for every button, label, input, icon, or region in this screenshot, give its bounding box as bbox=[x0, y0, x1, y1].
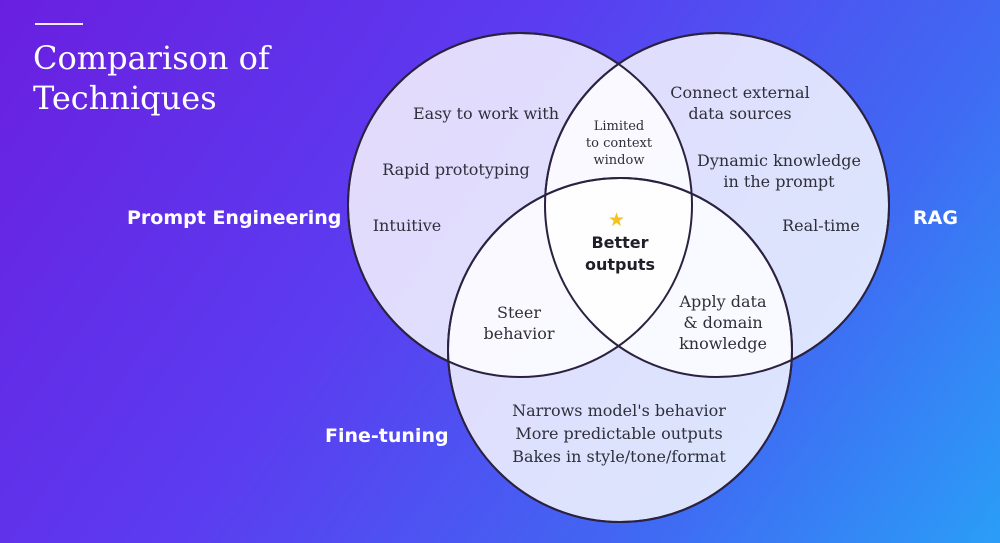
prompt-rag-line1: Limited bbox=[593, 119, 645, 134]
prompt-rag-line3: window bbox=[593, 153, 645, 168]
set-label-fine-tuning: Fine-tuning bbox=[325, 425, 449, 447]
prompt-engineering-outline bbox=[347, 32, 693, 378]
rag-item-connect-line1: Connect external bbox=[670, 83, 810, 102]
title-rule bbox=[35, 23, 83, 25]
fine-tuning-outline bbox=[447, 177, 793, 523]
prompt-rag-line2: to context bbox=[585, 136, 653, 151]
slide-title-line1: Comparison of bbox=[33, 39, 270, 77]
center-better-outputs: Better outputs bbox=[585, 232, 655, 276]
fine-item-predictable: More predictable outputs bbox=[515, 424, 723, 443]
rag-fine-line2: & domain bbox=[683, 313, 763, 332]
set-label-rag: RAG bbox=[913, 207, 958, 229]
prompt-item-rapid: Rapid prototyping bbox=[382, 160, 530, 179]
slide-title: Comparison of Techniques bbox=[33, 38, 270, 118]
rag-item-connect: Connect external data sources bbox=[670, 82, 809, 124]
rag-item-dynamic: Dynamic knowledge in the prompt bbox=[697, 150, 861, 192]
rag-item-connect-line2: data sources bbox=[688, 104, 792, 123]
intersection-prompt-rag: Limited to context window bbox=[586, 118, 652, 169]
rag-item-dynamic-line2: in the prompt bbox=[723, 172, 835, 191]
prompt-item-easy: Easy to work with bbox=[412, 104, 560, 123]
center-line1: Better bbox=[591, 233, 649, 252]
rag-fine-line1: Apply data bbox=[679, 292, 767, 311]
rag-outline bbox=[544, 32, 890, 378]
fine-item-narrows: Narrows model's behavior bbox=[512, 401, 726, 420]
prompt-item-intuitive: Intuitive bbox=[372, 216, 442, 235]
fine-item-bakes: Bakes in style/tone/format bbox=[512, 447, 726, 466]
center-line2: outputs bbox=[584, 255, 656, 274]
set-label-prompt-engineering: Prompt Engineering bbox=[127, 207, 342, 229]
intersection-rag-fine: Apply data & domain knowledge bbox=[679, 291, 767, 354]
fine-tuning-items: Narrows model's behavior More predictabl… bbox=[512, 399, 726, 468]
prompt-fine-line2: behavior bbox=[483, 324, 555, 343]
intersection-prompt-fine: Steer behavior bbox=[484, 302, 555, 344]
prompt-fine-line1: Steer bbox=[497, 303, 541, 322]
rag-item-dynamic-line1: Dynamic knowledge bbox=[697, 151, 861, 170]
rag-fine-line3: knowledge bbox=[679, 334, 767, 353]
slide-title-line2: Techniques bbox=[33, 79, 217, 117]
star-icon: ★ bbox=[608, 209, 626, 231]
rag-item-realtime: Real-time bbox=[782, 216, 860, 235]
